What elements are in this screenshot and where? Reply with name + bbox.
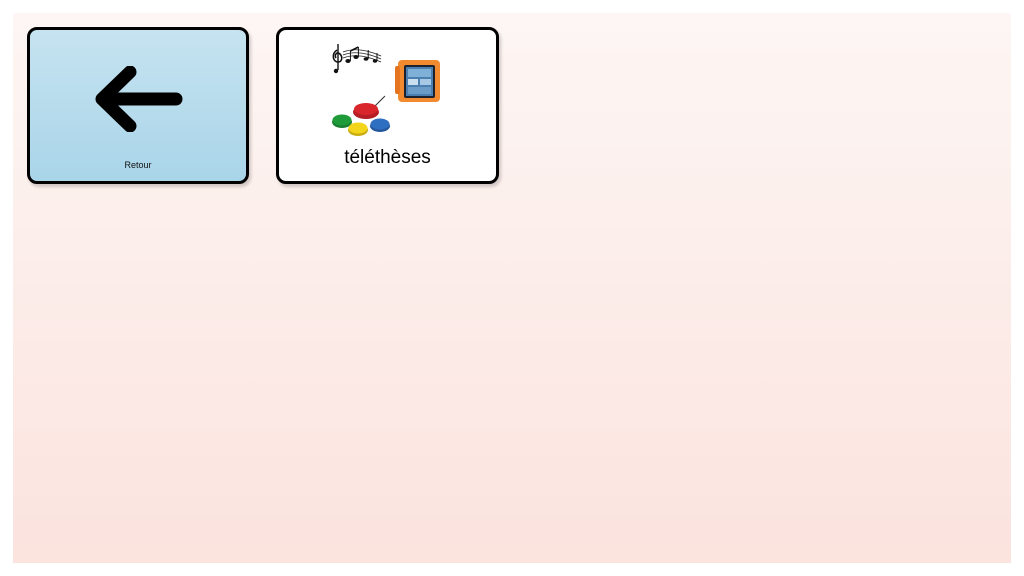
- tablet-icon: [395, 60, 440, 102]
- back-button[interactable]: Retour: [27, 27, 249, 184]
- teletheses-button[interactable]: téléthèses: [276, 27, 499, 184]
- assistive-devices-icon: [329, 40, 445, 144]
- arrow-left-icon: [95, 66, 183, 132]
- back-button-label: Retour: [124, 160, 152, 170]
- switch-buttons-icon: [332, 95, 390, 136]
- communication-board: Retour: [13, 13, 1011, 563]
- music-notes-icon: [332, 44, 382, 74]
- teletheses-button-label: téléthèses: [344, 147, 431, 168]
